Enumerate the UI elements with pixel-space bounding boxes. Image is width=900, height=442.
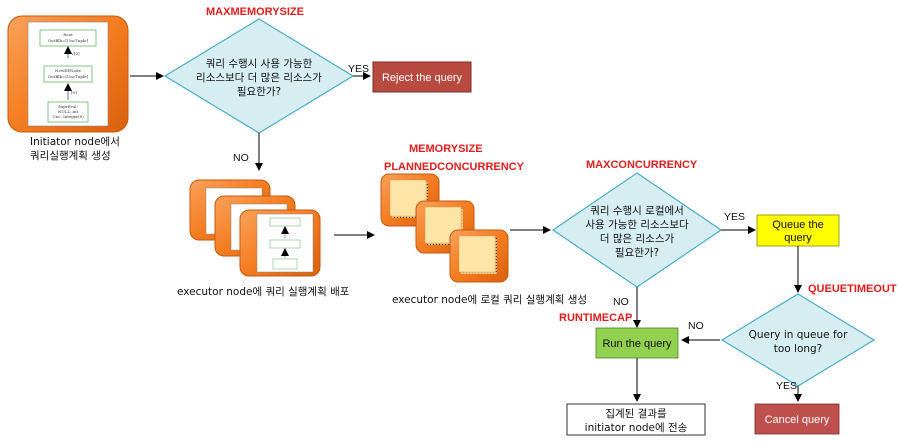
plan-expr-sub2: Unc: Integer(8) bbox=[52, 114, 84, 119]
query-plan-diagram: Root OutBlk=[UncTuple] V[0] NewEENode Ou… bbox=[39, 29, 97, 123]
plan-newee-label: NewEENode bbox=[55, 68, 82, 73]
initiator-node: Root OutBlk=[UncTuple] V[0] NewEENode Ou… bbox=[7, 15, 129, 133]
result-line1: 집계된 결과를 bbox=[605, 408, 667, 420]
decision1-diamond: 쿼리 수행시 사용 가능한 리소스보다 더 많은 리소스가 필요한가? bbox=[163, 18, 355, 134]
executor-nodes-local-plan bbox=[380, 173, 509, 283]
decision2-diamond: 쿼리 수행시 로컬에서 사용 가능한 리소스보다 더 많은 리소스가 필요한가? bbox=[551, 172, 723, 288]
plan-v1-label: V[0] bbox=[70, 51, 80, 56]
queue-line2: query bbox=[784, 232, 812, 244]
decision2-line1: 쿼리 수행시 로컬에서 bbox=[590, 204, 684, 217]
run-query-box: Run the query bbox=[595, 327, 679, 359]
decision1-line2: 리소스보다 더 많은 리소스가 bbox=[196, 72, 322, 84]
queue-query-box: Queue the query bbox=[756, 214, 840, 247]
result-box: 집계된 결과를 initiator node에 전송 bbox=[566, 403, 706, 436]
plan-expr-label: ExprEval: bbox=[58, 104, 78, 109]
param-maxconcurrency: MAXCONCURRENCY bbox=[586, 159, 698, 171]
generate-caption: executor node에 로컬 쿼리 실행계획 생성 bbox=[392, 293, 587, 306]
param-maxmemorysize: MAXMEMORYSIZE bbox=[206, 6, 304, 18]
plan-v2-label: [0] bbox=[71, 90, 77, 95]
decision3-line2: too long? bbox=[774, 343, 823, 355]
param-plannedconcurrency: PLANNEDCONCURRENCY bbox=[384, 161, 525, 173]
reject-query-box: Reject the query bbox=[372, 61, 472, 93]
decision3-no-label: NO bbox=[688, 320, 704, 332]
decision1-no-label: NO bbox=[233, 152, 249, 164]
param-runtimecap: RUNTIMECAP bbox=[559, 312, 632, 324]
decision2-line3: 더 많은 리소스가 bbox=[600, 233, 675, 245]
decision1-line1: 쿼리 수행시 사용 가능한 bbox=[206, 58, 313, 70]
param-queuetimeout: QUEUETIMEOUT bbox=[808, 283, 897, 295]
decision3-yes-label: YES bbox=[776, 380, 797, 392]
decision2-line2: 사용 가능한 리소스보다 bbox=[585, 219, 689, 231]
cancel-query-label: Cancel query bbox=[765, 414, 830, 426]
decision3-diamond: Query in queue for too long? bbox=[720, 293, 876, 387]
decision2-line4: 필요한가? bbox=[615, 247, 659, 259]
plan-root-sub: OutBlk=[UncTuple] bbox=[48, 38, 89, 43]
decision1-yes-label: YES bbox=[348, 63, 369, 75]
decision1-line3: 필요한가? bbox=[237, 86, 281, 98]
initiator-caption-line1: Initiator node에서 bbox=[30, 136, 120, 148]
plan-root-label: Root bbox=[63, 32, 73, 37]
executor-nodes-plan bbox=[189, 179, 321, 277]
reject-query-label: Reject the query bbox=[382, 72, 463, 84]
result-line2: initiator node에 전송 bbox=[585, 422, 688, 434]
decision3-line1: Query in queue for bbox=[749, 329, 849, 341]
decision2-yes-label: YES bbox=[724, 211, 745, 223]
plan-newee-sub: OutBlk=[UncTuple] bbox=[48, 74, 89, 79]
initiator-caption-line2: 쿼리실행계획 생성 bbox=[30, 150, 111, 162]
queue-line1: Queue the bbox=[772, 219, 823, 231]
param-memorysize: MEMORYSIZE bbox=[409, 143, 483, 155]
cancel-query-box: Cancel query bbox=[754, 403, 840, 435]
decision2-no-label: NO bbox=[613, 296, 629, 308]
plan-expr-sub1: NULL::int bbox=[58, 109, 79, 114]
run-query-label: Run the query bbox=[602, 338, 672, 350]
distribute-caption: executor node에 쿼리 실행계획 배포 bbox=[177, 286, 350, 298]
